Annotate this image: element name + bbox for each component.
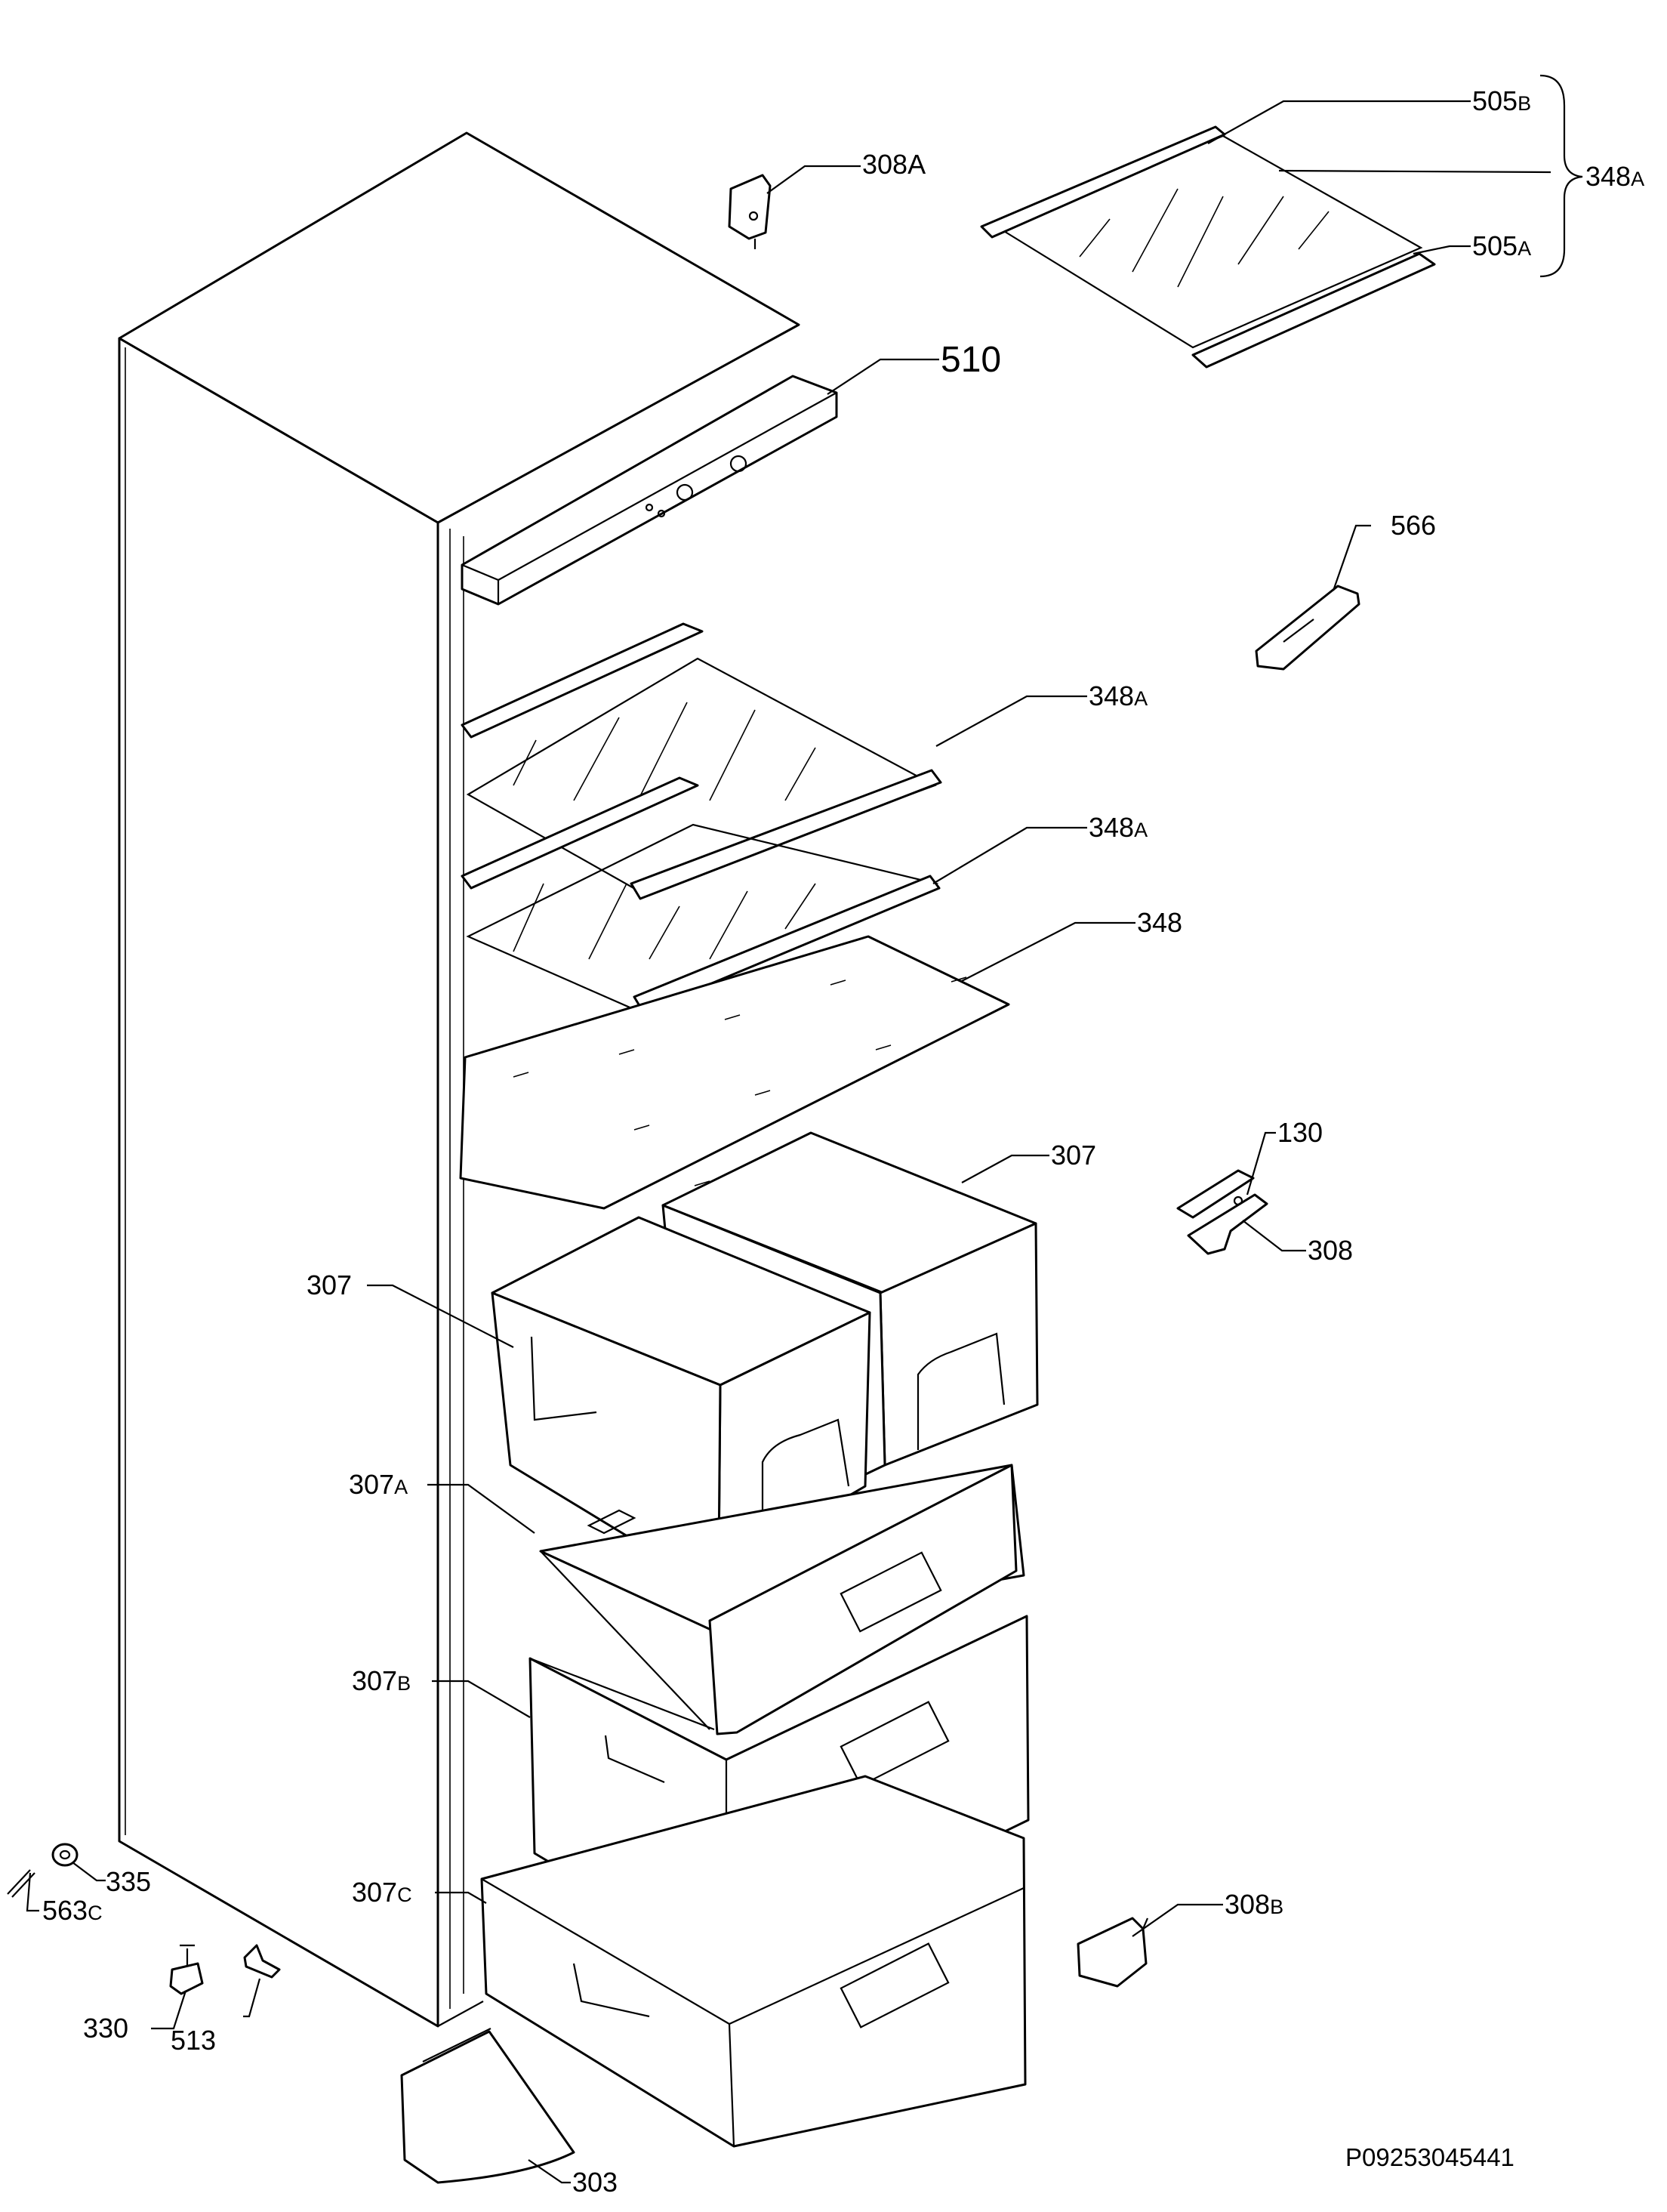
shelf-1-front-trim (630, 769, 942, 900)
spacer-335 (51, 1843, 79, 1867)
shelf-348-body (459, 935, 1010, 1210)
clip-566 (1255, 585, 1360, 671)
part-labels: 308A 505B 348A 505A 510 566 348A 348A 34… (42, 85, 1644, 2198)
shelf-348 (459, 935, 1010, 1210)
label-303: 303 (572, 2167, 618, 2198)
label-307A: 307A (349, 1469, 408, 1500)
hinge-130-308 (1176, 1169, 1268, 1255)
label-348A-2: 348A (1089, 812, 1148, 843)
drawer-307A-front (708, 1464, 1018, 1735)
label-130: 130 (1277, 1117, 1323, 1148)
hinge-308A (728, 174, 772, 249)
hinge-308B (1077, 1917, 1149, 1988)
control-panel-body (461, 375, 838, 606)
label-307B: 307B (352, 1665, 411, 1696)
label-307-left: 307 (307, 1270, 352, 1300)
knob-1 (676, 483, 694, 501)
label-308: 308 (1308, 1235, 1353, 1266)
pin-563C (7, 1869, 35, 1898)
label-330: 330 (83, 2013, 128, 2044)
glass-shelf-348A-exploded (980, 125, 1436, 369)
cabinet-side (118, 337, 439, 2028)
label-308B: 308B (1225, 1889, 1283, 1920)
label-505B: 505B (1472, 85, 1531, 116)
leader-lines (26, 74, 1583, 2184)
bracket-513 (243, 1944, 281, 1979)
plinth-303-body (400, 2030, 575, 2184)
label-505A: 505A (1472, 230, 1531, 261)
glass-shelf-348A-2 (461, 776, 941, 1013)
label-513: 513 (171, 2025, 216, 2056)
label-348: 348 (1137, 907, 1182, 938)
label-307C: 307C (352, 1877, 412, 1908)
trim-505B (980, 125, 1226, 239)
drawer-307C-body (480, 1775, 1027, 2148)
label-335: 335 (106, 1866, 151, 1897)
trim-505A (1191, 252, 1436, 369)
plinth-303 (400, 2028, 575, 2184)
drawing-number: P09253045441 (1345, 2143, 1514, 2171)
label-308A-top: 308A (862, 149, 926, 180)
drawer-307A (539, 1464, 1025, 1735)
label-566: 566 (1391, 510, 1436, 541)
drawer-307C (480, 1775, 1027, 2148)
label-348A-1: 348A (1089, 680, 1148, 711)
shelf-2-back-trim (461, 776, 699, 890)
label-307-right: 307 (1051, 1140, 1096, 1171)
label-510: 510 (941, 340, 1001, 380)
knob-2 (729, 455, 747, 473)
label-563C: 563C (42, 1895, 103, 1926)
label-348A-brace: 348A (1585, 161, 1644, 192)
glass-shelf-348A-1 (461, 622, 942, 900)
cabinet (118, 131, 800, 2028)
foot-330 (169, 1944, 204, 1995)
shelf-1-back-trim (461, 622, 704, 739)
control-panel-510 (461, 375, 838, 606)
